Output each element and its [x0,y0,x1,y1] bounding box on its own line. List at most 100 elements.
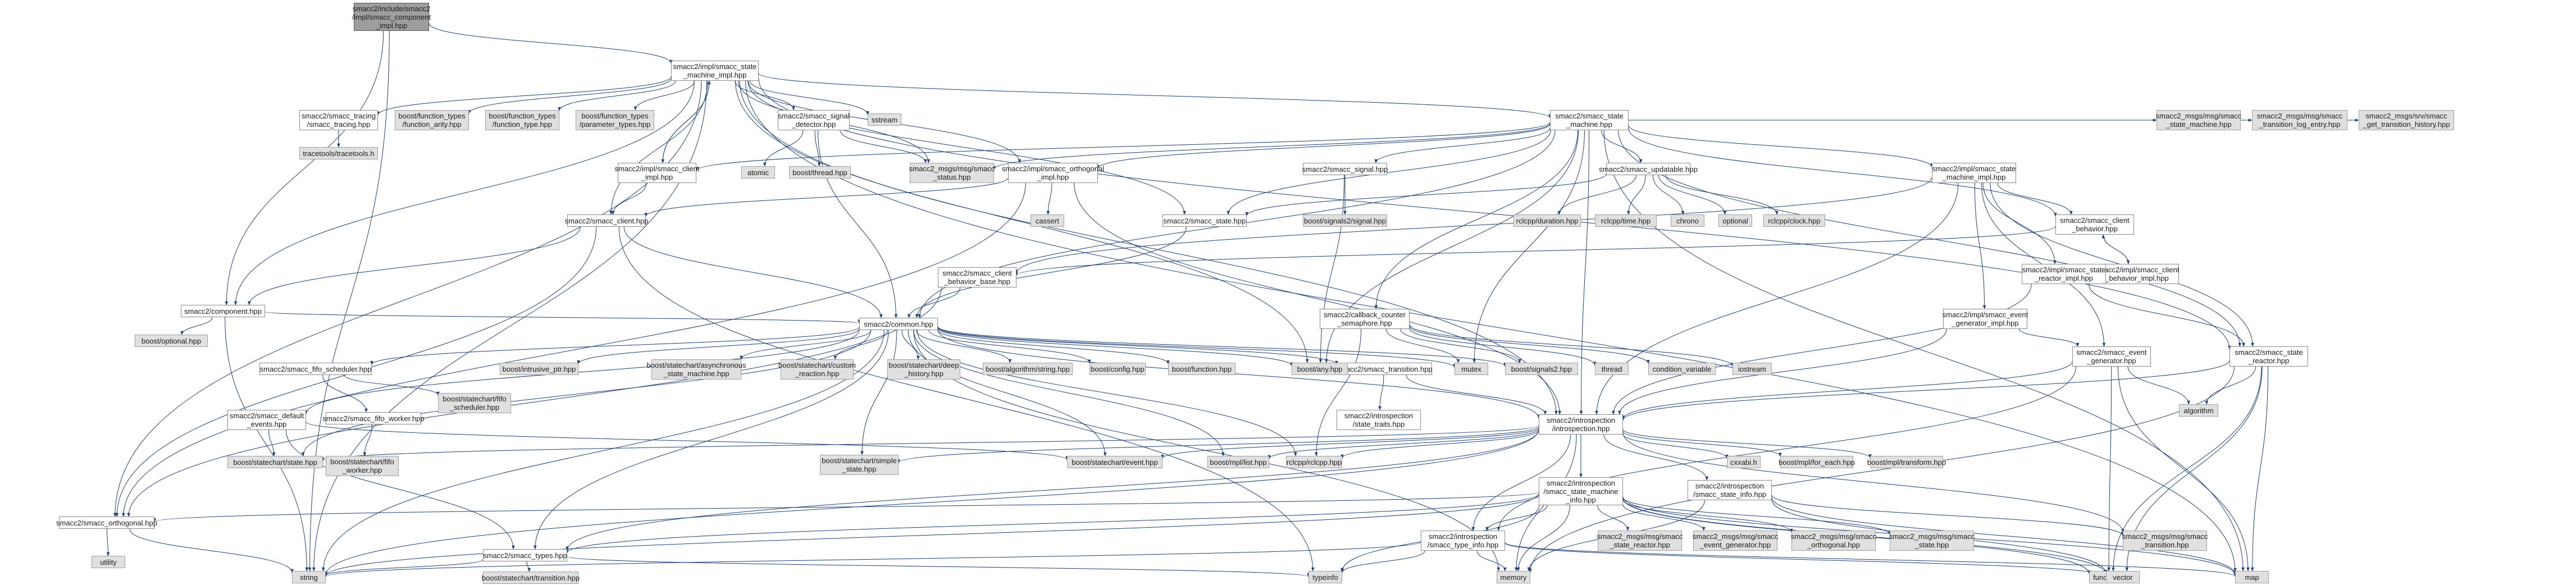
node-transition[interactable]: smacc2/smacc_transition.hpp [1336,363,1433,375]
node-client-behavior[interactable]: smacc2/smacc_client _behavior.hpp [2055,214,2134,235]
node-tracing[interactable]: smacc2/smacc_tracing /smacc_tracing.hpp [299,110,378,130]
edge-sm_impl-to-tracing [376,76,672,116]
edge-common-to-intrusive_ptr [577,328,860,364]
node-string: string [292,571,326,583]
node-algorithm: algorithm [2179,404,2218,417]
edge-sm_impl-to-fn_arity [467,78,672,115]
edge-common-to-types [534,330,889,550]
edge-sm_impl-to-client [609,80,708,215]
edge-sm_info-to-msg_state_reactor [1597,505,1630,531]
edge-state_machine-to-state_reactor [1618,130,2242,347]
edge-orthogonal-to-utility [106,528,110,556]
edge-sm_impl-to-signal_det [735,80,795,111]
node-comp[interactable]: smacc2/component.hpp [181,305,265,317]
node-signal[interactable]: smacc2/smacc_signal.hpp [1302,163,1388,175]
edge-types-to-string [324,559,484,576]
node-client-behavior-base[interactable]: smacc2/smacc_client _behavior_base.hpp [938,267,1016,287]
node-state-info[interactable]: smacc2/introspection /smacc_state_info.h… [1688,480,1772,500]
edge-orth_impl-to-orthogonal [122,182,1026,517]
edge-default_events-to-sc_event [306,422,1069,460]
node-msg-state-reactor: smacc2_msgs/msg/smacc _state_reactor.hpp [1597,531,1683,551]
node-updatable[interactable]: smacc2/smacc_updatable.hpp [1599,163,1698,175]
node-introspection-traits[interactable]: smacc2/introspection /state_traits.hpp [1337,410,1421,430]
edge-signal_det-to-atomic [763,130,804,167]
node-mpl-list: boost/mpl/list.hpp [1207,456,1269,468]
node-types[interactable]: smacc2/smacc_types.hpp [483,549,567,561]
node-event-generator[interactable]: smacc2/smacc_event _generator.hpp [2072,346,2151,367]
edge-updatable-to-optional [1658,175,1727,215]
node-rclcpp-duration: rclcpp/duration.hpp [1513,214,1581,227]
edge-state_machine-to-client_impl [695,122,1551,171]
node-optional: optional [1718,214,1752,227]
node-type-info[interactable]: smacc2/introspection /smacc_type_info.hp… [1421,531,1505,551]
edge-signal_det-to-boost_thread [814,130,821,167]
node-boost-signals2: boost/signals2.hpp [1505,363,1578,375]
edge-comp-to-boost_optional [180,317,213,335]
node-sm-impl[interactable]: smacc2/impl/smacc_state _machine_impl.hp… [671,61,759,81]
edge-state_machine-to-counter_sem [1374,130,1579,309]
edge-client_behavior-to-client_behavior_base [1015,226,2056,276]
node-state[interactable]: smacc2/smacc_state.hpp [1162,214,1247,227]
node-fifo-sched[interactable]: smacc2/smacc_fifo_scheduler.hpp [259,363,372,375]
node-msg-sm: smacc2_msgs/msg/smacc _state_machine.hpp [2156,110,2241,130]
edge-client_behavior_base-to-orthogonal [127,287,942,517]
edge-updatable-to-state [1245,173,1607,216]
node-msg-log: smacc2_msgs/msg/smacc _transition_log_en… [2252,110,2347,130]
edge-introspection-to-msg_transition [1622,432,2124,533]
node-typeinfo: typeinfo [1308,571,1342,583]
edge-introspection-to-mpl_for_each [1622,431,1782,457]
edge-type_info-to-typeinfo [1341,550,1425,573]
edge-introspection-to-string [324,429,1539,576]
edge-state_reactor-to-introspection [1621,360,2230,421]
node-state-machine-impl[interactable]: smacc2/impl/smacc_state _machine_impl.hp… [1932,163,2016,183]
node-rclcpp-clock: rclcpp/clock.hpp [1763,214,1825,227]
node-rclcpp-time: rclcpp/time.hpp [1595,214,1657,227]
edge-introspection-to-types [566,429,1539,551]
node-state-machine[interactable]: smacc2/smacc_state _machine.hpp [1550,110,1629,130]
edge-common-to-boost_function [937,330,1170,364]
edge-common-to-algo_string [916,330,1012,363]
node-boost-signals2-signal: boost/signals2/signal.hpp [1303,214,1387,227]
node-vector: vector [2106,571,2140,583]
edge-introspection-to-sc_state [321,425,1539,461]
edge-introspection-to-mpl_list [1268,428,1539,459]
node-param-types: boost/function_types /parameter_types.hp… [576,110,654,130]
node-sc-transition: boost/statechart/transition.hpp [482,572,580,584]
node-mpl-transform: boost/mpl/transform.hpp [1867,456,1946,468]
node-orth-impl[interactable]: smacc2/impl/smacc_orthogonal _impl.hpp [1002,163,1104,183]
node-algo-string: boost/algorithm/string.hpp [983,363,1073,375]
node-chrono: chrono [1671,214,1704,227]
node-state-reactor-impl[interactable]: smacc2/impl/smacc_state _reactor_impl.hp… [2022,264,2106,284]
edge-sm_impl-to-orthogonal [113,80,702,517]
node-fifo-worker[interactable]: smacc2/smacc_fifo_worker.hpp [322,412,425,424]
edge-orth_impl-to-cassert [1046,182,1052,215]
edge-introspection-to-simple_state [897,426,1539,463]
node-counter-sem[interactable]: smacc2/callback_counter _semaphore.hpp [1320,309,1410,329]
node-root[interactable]: smacc2/include/smacc2 /impl/smacc_compon… [352,3,431,31]
node-introspection[interactable]: smacc2/introspection /introspection.hpp [1539,414,1623,435]
node-common[interactable]: smacc2/common.hpp [859,318,938,330]
node-signal-det[interactable]: smacc2/smacc_signal _detector.hpp [778,110,850,130]
edge-signal_det-to-msg_status [840,130,927,163]
node-memory: memory [1497,571,1530,583]
edge-sm_info-to-msg_state [1622,497,1891,536]
node-simple-state: boost/statechart/simple _state.hpp [820,455,899,475]
node-event-gen-impl[interactable]: smacc2/impl/smacc_event _generator_impl.… [1943,309,2028,329]
edge-type_info-to-vector [1504,542,2108,577]
node-intrusive-ptr: boost/intrusive_ptr.hpp [500,363,578,375]
edge-signal-to-boost_any [1319,175,1345,363]
edge-common-to-boost_any [937,328,1293,367]
node-state-reactor[interactable]: smacc2/smacc_state _reactor.hpp [2230,346,2308,367]
node-sm-info[interactable]: smacc2/introspection /smacc_state_machin… [1539,477,1623,505]
edge-updatable-to-rclcpp_time [1627,175,1646,215]
edge-state_info-to-map [1771,497,2237,575]
edge-sm_impl-to-boost_any [735,80,1309,363]
node-client-behavior-impl[interactable]: smacc2/impl/smacc_client _behavior_impl.… [2095,264,2180,284]
node-msg-orth: smacc2_msgs/msg/smacc _orthogonal.hpp [1791,531,1876,551]
node-client-impl[interactable]: smacc2/impl/smacc_client _impl.hpp [615,163,700,183]
edge-sm_impl-to-map [745,80,2237,572]
node-orthogonal[interactable]: smacc2/smacc_orthogonal.hpp [56,517,157,529]
node-srv-hist: smacc2_msgs/srv/smacc _get_transition_hi… [2359,110,2454,130]
node-client[interactable]: smacc2/smacc_client.hpp [565,214,648,227]
node-default-events[interactable]: smacc2/smacc_default _events.hpp [227,410,306,430]
